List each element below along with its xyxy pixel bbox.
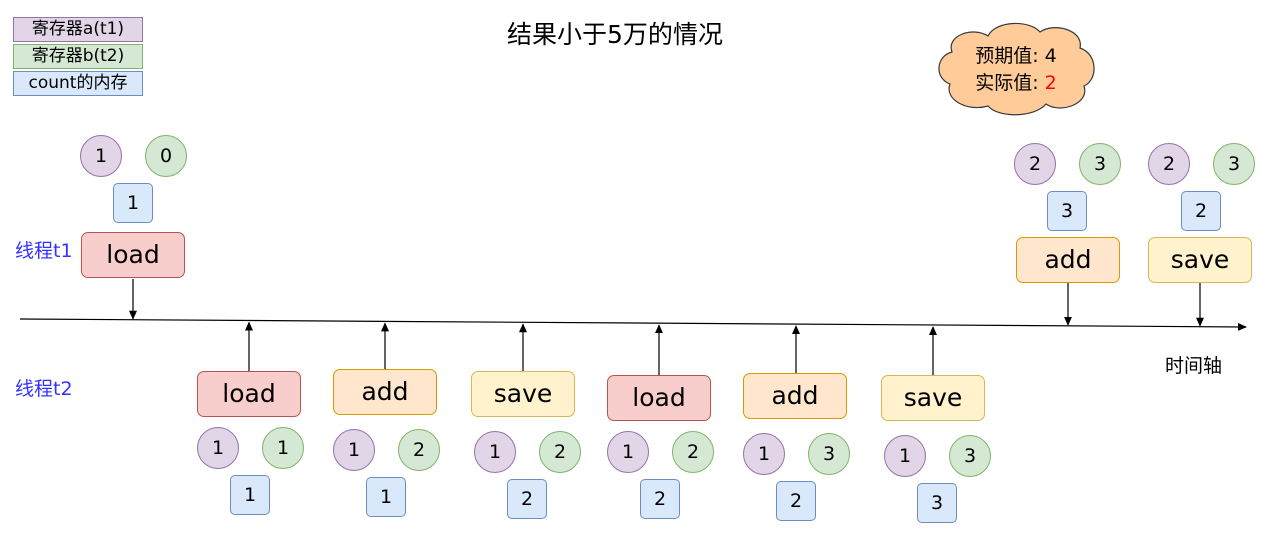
expected-value: 4 — [1044, 45, 1057, 67]
step2-register-a: 1 — [197, 427, 239, 469]
step9-register-a: 2 — [1148, 143, 1190, 185]
step4-register-a: 1 — [474, 431, 516, 473]
result-cloud: 预期值: 4 实际值: 2 — [948, 43, 1084, 97]
step5-register-b: 2 — [672, 431, 714, 473]
step8-register-b: 3 — [1079, 143, 1121, 185]
step1-register-b: 0 — [145, 135, 187, 177]
legend-count-memory: count的内存 — [13, 71, 143, 96]
step7-memory: 3 — [917, 483, 957, 523]
step2-load-op: load — [197, 371, 301, 417]
actual-label: 实际值: — [975, 72, 1039, 94]
step2-register-b: 1 — [262, 427, 304, 469]
cloud-shape — [938, 22, 1095, 116]
thread-t2-label: 线程t2 — [15, 378, 73, 400]
step6-register-a: 1 — [743, 433, 785, 475]
step3-register-b: 2 — [398, 429, 440, 471]
time-axis-label: 时间轴 — [1165, 355, 1223, 377]
thread-t1-label: 线程t1 — [15, 240, 73, 262]
step7-register-b: 3 — [949, 435, 991, 477]
step7-register-a: 1 — [884, 435, 926, 477]
step8-memory: 3 — [1047, 191, 1087, 231]
step5-memory: 2 — [640, 479, 680, 519]
step5-load-op: load — [607, 375, 711, 421]
step6-memory: 2 — [776, 481, 816, 521]
step3-add-op: add — [333, 369, 437, 415]
legend-register-a: 寄存器a(t1) — [13, 17, 143, 42]
step3-register-a: 1 — [333, 429, 375, 471]
step8-add-op: add — [1016, 237, 1120, 283]
step4-register-b: 2 — [539, 431, 581, 473]
step1-memory: 1 — [113, 183, 153, 223]
diagram-title: 结果小于5万的情况 — [507, 20, 723, 49]
timeline-axis — [19, 318, 1247, 331]
step3-memory: 1 — [366, 477, 406, 517]
expected-label: 预期值: — [975, 45, 1039, 67]
step4-save-op: save — [471, 371, 575, 417]
step9-register-b: 3 — [1213, 143, 1255, 185]
step6-add-op: add — [743, 373, 847, 419]
step5-register-a: 1 — [607, 431, 649, 473]
expected-row: 预期值: 4 — [948, 43, 1084, 70]
actual-row: 实际值: 2 — [948, 70, 1084, 97]
step2-memory: 1 — [230, 475, 270, 515]
legend-register-b: 寄存器b(t2) — [13, 44, 143, 69]
step9-memory: 2 — [1181, 191, 1221, 231]
step4-memory: 2 — [507, 479, 547, 519]
step6-register-b: 3 — [808, 433, 850, 475]
step9-save-op: save — [1148, 237, 1252, 283]
step1-load-op: load — [81, 232, 185, 278]
step8-register-a: 2 — [1014, 143, 1056, 185]
step1-register-a: 1 — [80, 135, 122, 177]
step7-save-op: save — [881, 375, 985, 421]
actual-value: 2 — [1044, 72, 1057, 94]
